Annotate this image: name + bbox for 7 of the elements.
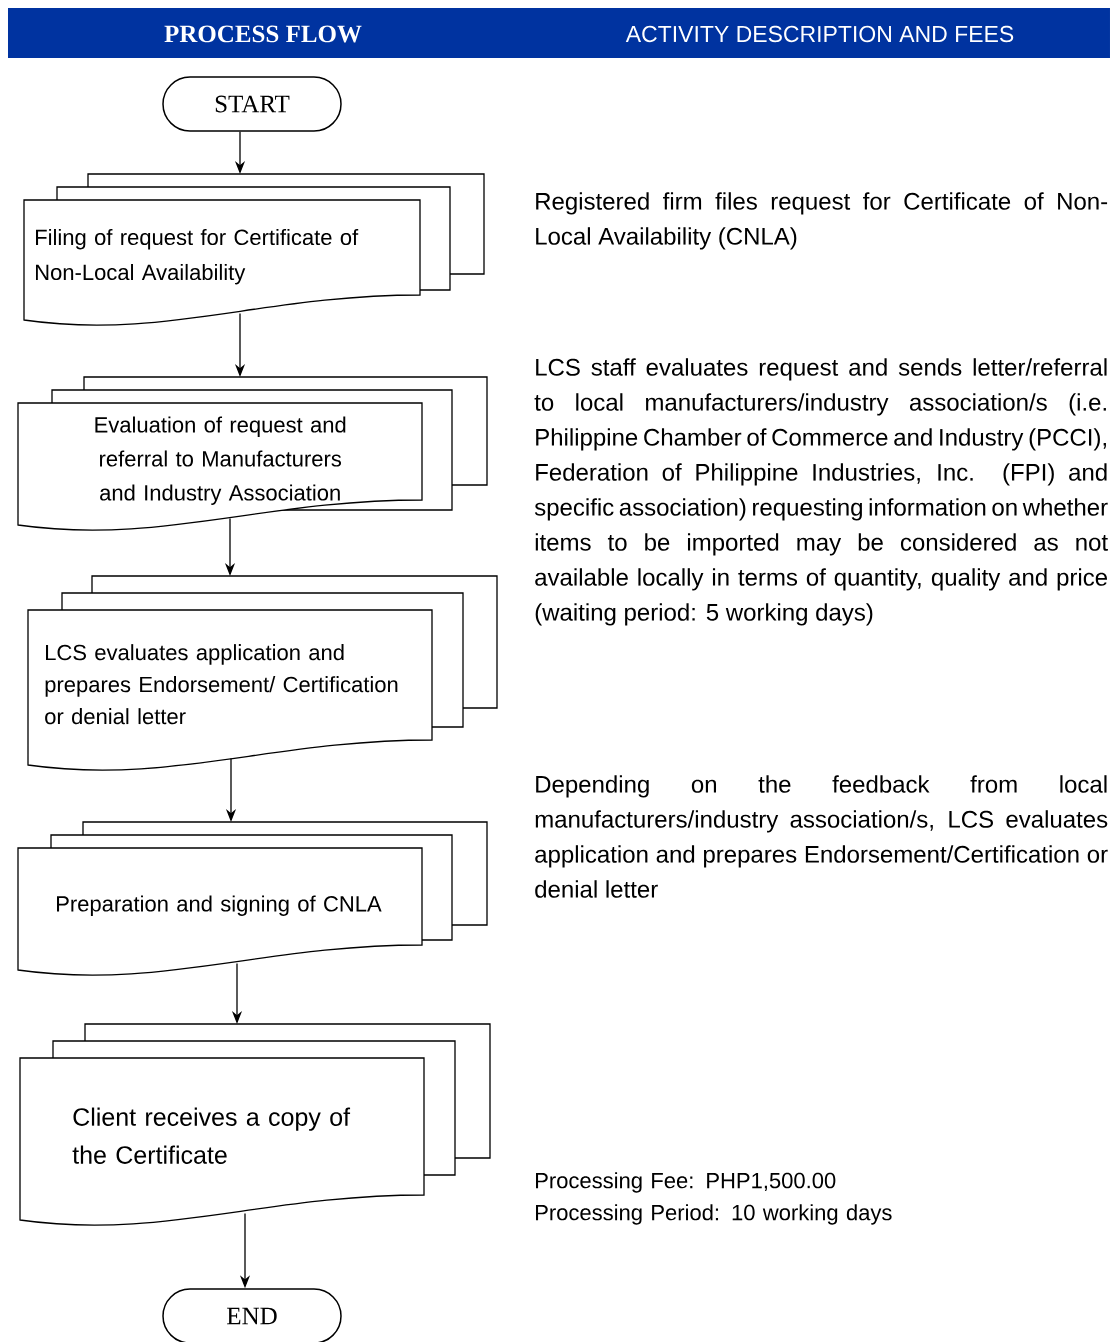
fee-text: Processing Fee: PHP1,500.00 [536, 1172, 836, 1193]
column-heading: PROCESS FLOW [164, 25, 362, 43]
fee-text: Processing Period: 10 working days [536, 1204, 892, 1225]
description-text: LCS staff evaluates request and sends letter/referral to local manufacturers/industry association/s (i.e. Philippine Chamber of Commerce and Industry (PCCI), Federation of Philippine Industries, Inc. (FPI) and specific association) requesting information on whether items to be imported may be considered as not available locally in terms of quantity, quality and price (waiting period: 5 working days) [534, 358, 1108, 626]
column-heading: ACTIVITY DESCRIPTION AND FEES [625, 25, 1014, 43]
description-text: Depending on the feedback from local manufacturers/industry association/s, LCS evaluates application and prepares Endorsement/Certification or denial letter [535, 775, 1108, 898]
description-text: Registered firm files request for Certificate of Non-Local Availability (CNLA) [536, 192, 1108, 250]
